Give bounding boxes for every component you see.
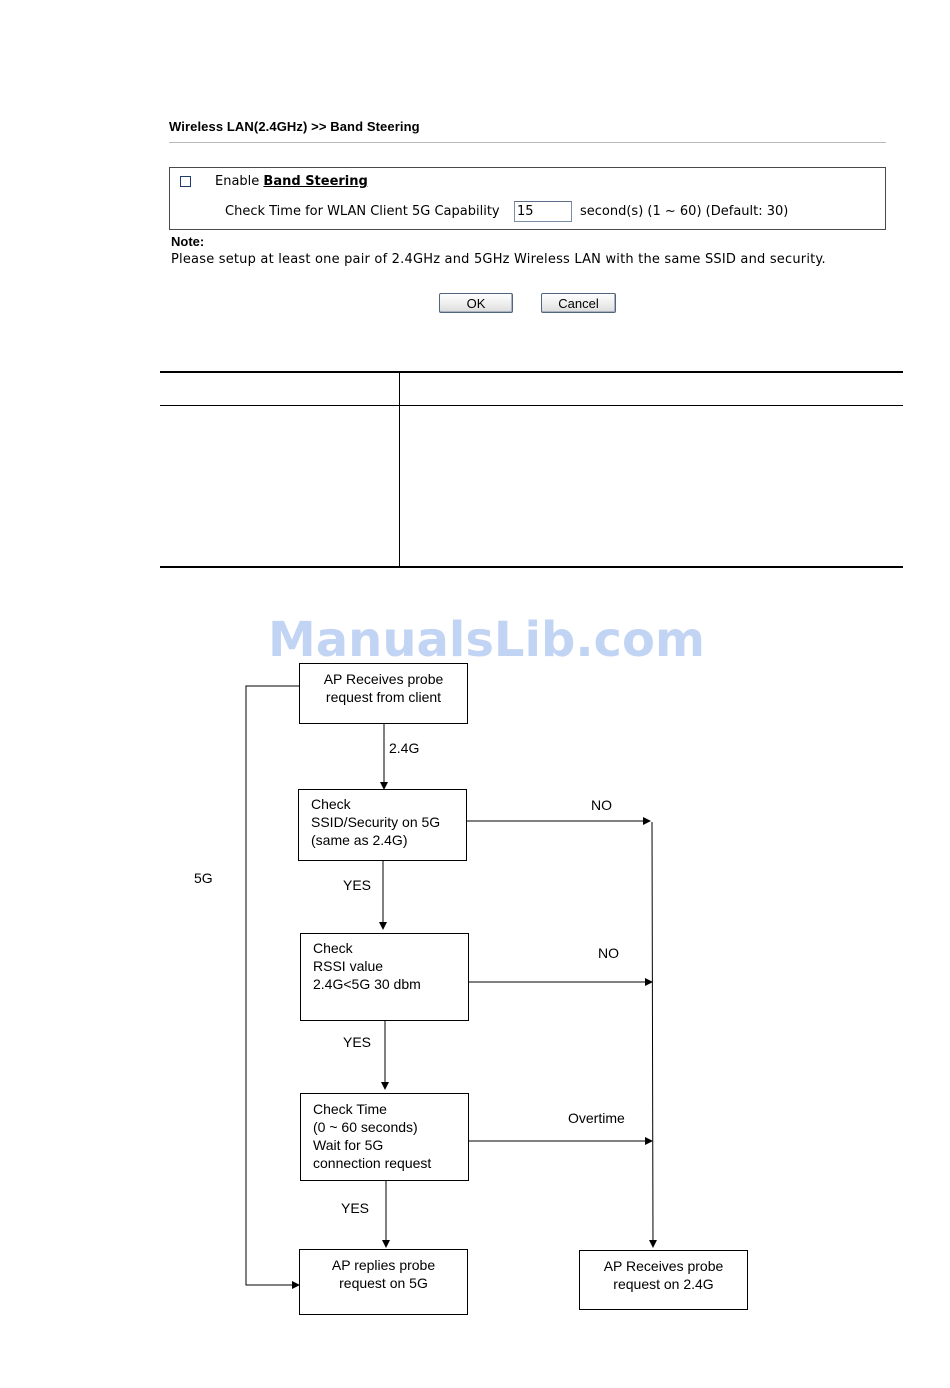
label-yes-1: YES (343, 877, 372, 893)
table-top-border (160, 371, 903, 373)
connector-right-to-24g (648, 821, 657, 1248)
label-band-5g: 5G (194, 870, 213, 886)
check-time-input[interactable] (514, 201, 572, 222)
enable-band-steering-label: Enable Band Steering (215, 174, 368, 189)
band-steering-link[interactable]: Band Steering (263, 174, 368, 189)
node-receive-24g: AP Receives probe request on 2.4G (579, 1250, 748, 1310)
connector-5g-loop (245, 685, 300, 1289)
label-no-1: NO (591, 797, 612, 813)
label-overtime: Overtime (568, 1110, 625, 1126)
node-check-time: Check Time (0 ~ 60 seconds) Wait for 5G … (300, 1093, 469, 1181)
title-divider (169, 142, 886, 143)
band-steering-config-panel (169, 167, 886, 230)
node-check-rssi: Check RSSI value 2.4G<5G 30 dbm (300, 933, 469, 1021)
label-yes-3: YES (341, 1200, 370, 1216)
note-title: Note: (171, 234, 205, 249)
enable-prefix: Enable (215, 174, 264, 189)
cancel-button[interactable]: Cancel (541, 293, 616, 313)
page-title: Wireless LAN(2.4GHz) >> Band Steering (169, 119, 420, 134)
node-check-ssid-text: Check SSID/Security on 5G (same as 2.4G) (311, 796, 441, 848)
table-bottom-border (160, 566, 903, 568)
table-header-divider (160, 405, 903, 406)
watermark-text: ManualsLib.com (268, 612, 705, 668)
node-receive-24g-text: AP Receives probe request on 2.4G (603, 1258, 724, 1292)
node-check-time-text: Check Time (0 ~ 60 seconds) Wait for 5G … (313, 1101, 432, 1171)
label-band-24g: 2.4G (389, 740, 420, 756)
node-reply-5g-text: AP replies probe request on 5G (331, 1257, 436, 1291)
check-time-range-hint: second(s) (1 ~ 60) (Default: 30) (580, 204, 789, 219)
ok-button[interactable]: OK (439, 293, 513, 313)
check-time-label: Check Time for WLAN Client 5G Capability (225, 204, 500, 219)
node-reply-5g: AP replies probe request on 5G (299, 1249, 468, 1315)
node-receive-probe-text: AP Receives probe request from client (323, 671, 444, 705)
node-check-rssi-text: Check RSSI value 2.4G<5G 30 dbm (313, 940, 421, 992)
table-column-divider (399, 371, 400, 567)
note-text: Please setup at least one pair of 2.4GHz… (171, 252, 826, 267)
label-yes-2: YES (343, 1034, 372, 1050)
node-check-ssid: Check SSID/Security on 5G (same as 2.4G) (298, 789, 467, 861)
label-no-2: NO (598, 945, 619, 961)
node-receive-probe: AP Receives probe request from client (299, 663, 468, 724)
enable-band-steering-checkbox[interactable] (180, 176, 191, 187)
